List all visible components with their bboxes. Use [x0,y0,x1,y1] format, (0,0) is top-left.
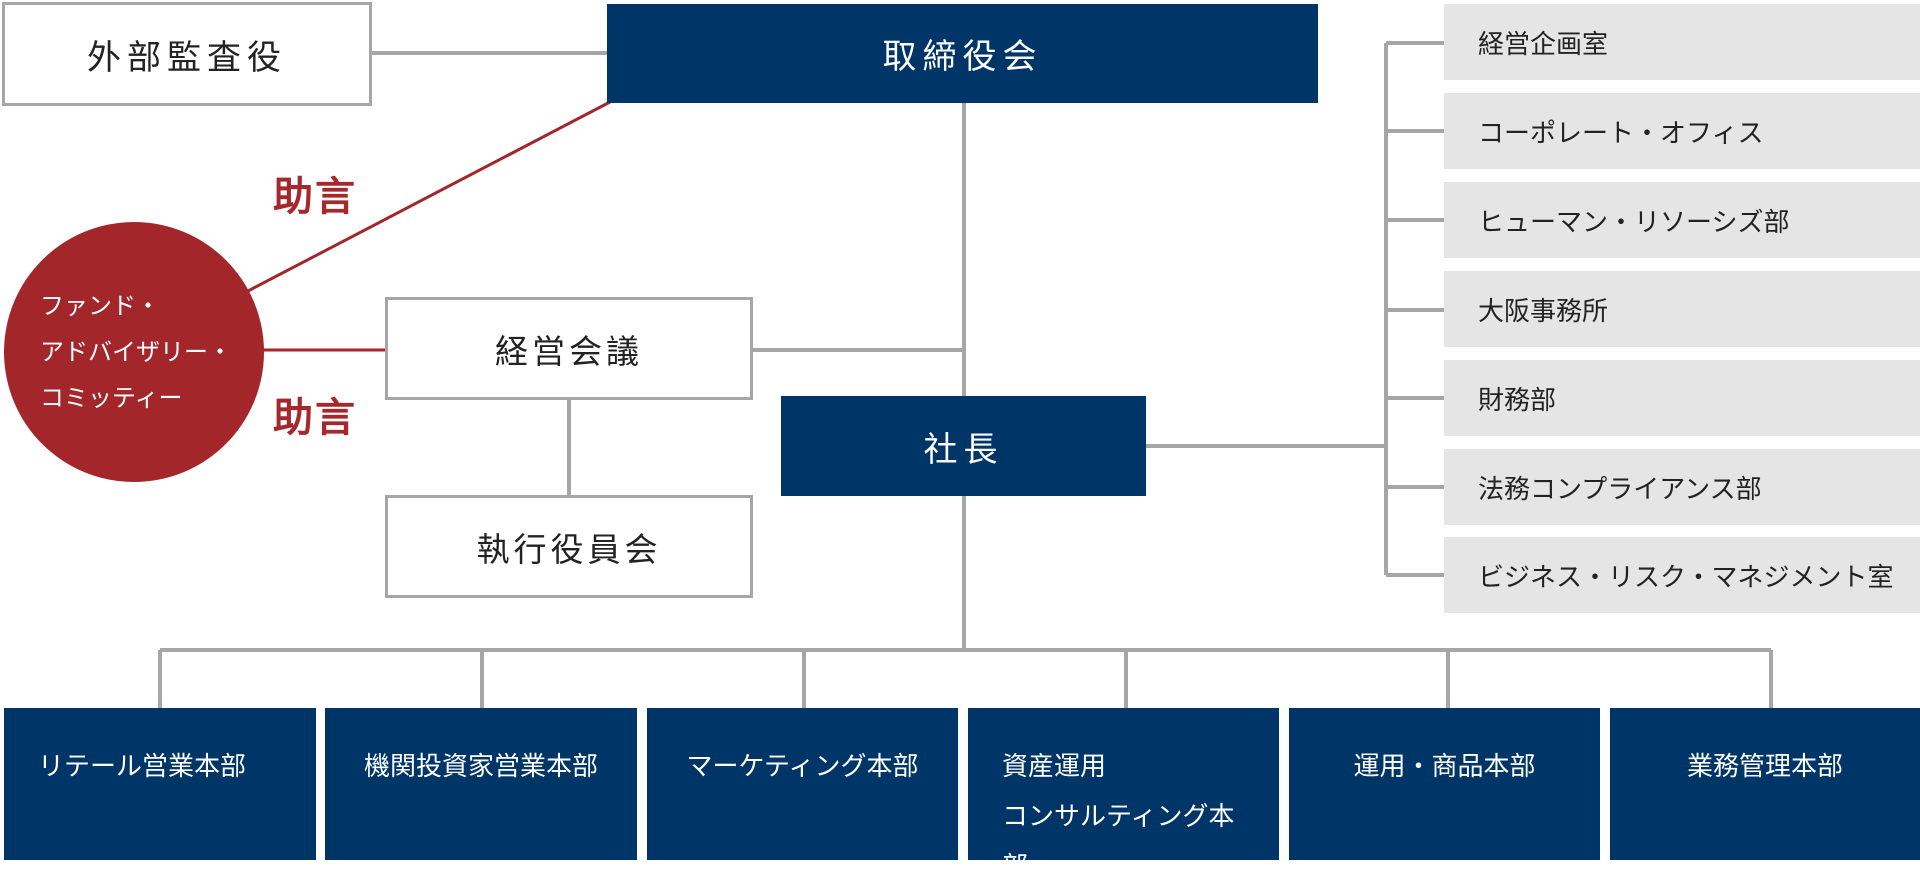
staff-dept-business-risk-management: ビジネス・リスク・マネジメント室 [1444,537,1920,613]
external-auditor-box: 外部監査役 [2,2,372,106]
president-box: 社長 [781,396,1146,496]
division-institutional-sales: 機関投資家営業本部 [325,708,637,860]
management-meeting-box: 経営会議 [385,297,753,400]
staff-dept-corporate-office: コーポレート・オフィス [1444,93,1920,169]
division-label: マーケティング本部 [686,752,919,782]
division-operations-management: 業務管理本部 [1610,708,1920,860]
staff-dept-corporate-planning: 経営企画室 [1444,4,1920,80]
committee-line-2: アドバイザリー・ [40,338,232,366]
committee-line-1: ファンド・ [40,292,160,320]
committee-line-3: コミッティー [40,384,183,412]
connector-lines [158,41,1773,708]
division-label: 運用・商品本部 [1353,752,1536,782]
advice-label-bottom: 助言 [273,395,357,441]
board-of-directors-box: 取締役会 [607,4,1318,103]
advice-label-top: 助言 [273,174,357,220]
fund-advisory-committee-circle: ファンド・ アドバイザリー・ コミッティー [4,222,264,482]
line-advisory-board [247,100,611,293]
division-retail-sales: リテール営業本部 [4,708,316,860]
executive-officers-committee-box: 執行役員会 [385,495,753,598]
division-label: 資産運用 [1002,752,1107,782]
division-label: リテール営業本部 [38,752,247,782]
division-label-line2: コンサルティング本部 [1002,802,1235,882]
staff-dept-finance: 財務部 [1444,360,1920,436]
staff-dept-legal-compliance: 法務コンプライアンス部 [1444,449,1920,525]
staff-dept-osaka-office: 大阪事務所 [1444,271,1920,347]
division-label: 業務管理本部 [1686,752,1843,782]
division-label: 機関投資家営業本部 [363,752,598,782]
division-marketing: マーケティング本部 [647,708,958,860]
staff-dept-human-resources: ヒューマン・リソーシズ部 [1444,182,1920,258]
division-asset-consulting: 資産運用 コンサルティング本部 [968,708,1279,882]
division-investment-products: 運用・商品本部 [1289,708,1600,860]
